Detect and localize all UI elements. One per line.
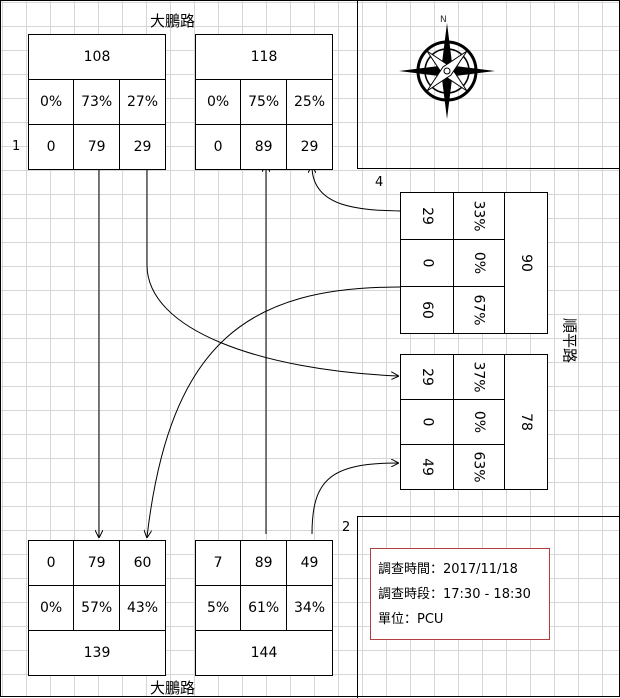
count-cell: 0: [27, 124, 75, 170]
survey-unit: 單位：PCU: [378, 612, 444, 627]
pct-cell: 0%: [27, 585, 75, 631]
pct-cell: 73%: [73, 79, 121, 125]
count-cell: 29: [119, 124, 166, 170]
corner-ne: [357, 0, 620, 169]
pct-cell: 0%: [194, 79, 242, 125]
survey-date: 調查時間：2017/11/18: [378, 562, 518, 577]
pct-cell: 5%: [194, 585, 242, 631]
count-table-east-top: 29 33% 90 0 0% 60 67%: [400, 192, 548, 334]
total-cell: 139: [28, 630, 166, 676]
total-cell: 144: [195, 630, 333, 676]
pct-cell: 57%: [73, 585, 121, 631]
count-cell: 89: [240, 540, 288, 586]
pct-cell: 27%: [119, 79, 166, 125]
count-table-north-right: 118 0% 75% 25% 0 89 29: [194, 34, 333, 170]
count-cell: 60: [119, 540, 166, 586]
count-table-south-right: 7 89 49 5% 61% 34% 144: [194, 540, 333, 676]
count-cell: 29: [286, 124, 333, 170]
pct-cell: 34%: [286, 585, 333, 631]
pct-cell: 25%: [286, 79, 333, 125]
count-cell: 0: [194, 124, 242, 170]
count-table-east-bottom: 29 37% 78 0 0% 49 63%: [400, 354, 548, 490]
survey-info-box: 調查時間：2017/11/18 調查時段：17:30 - 18:30 單位：PC…: [370, 548, 550, 640]
road-name-south: 大鵬路: [150, 679, 196, 697]
total-cell: 118: [195, 34, 333, 80]
survey-period: 調查時段：17:30 - 18:30: [378, 587, 531, 602]
corner-se: [357, 516, 620, 698]
total-cell: 108: [28, 34, 166, 80]
road-name-north: 大鵬路: [150, 12, 196, 30]
count-cell: 89: [240, 124, 288, 170]
count-table-south-left: 0 79 60 0% 57% 43% 139: [27, 540, 166, 676]
count-cell: 49: [286, 540, 333, 586]
count-cell: 7: [194, 540, 242, 586]
count-table-north-left: 108 0% 73% 27% 0 79 29: [27, 34, 166, 170]
leg-number-1: 1: [12, 139, 21, 154]
